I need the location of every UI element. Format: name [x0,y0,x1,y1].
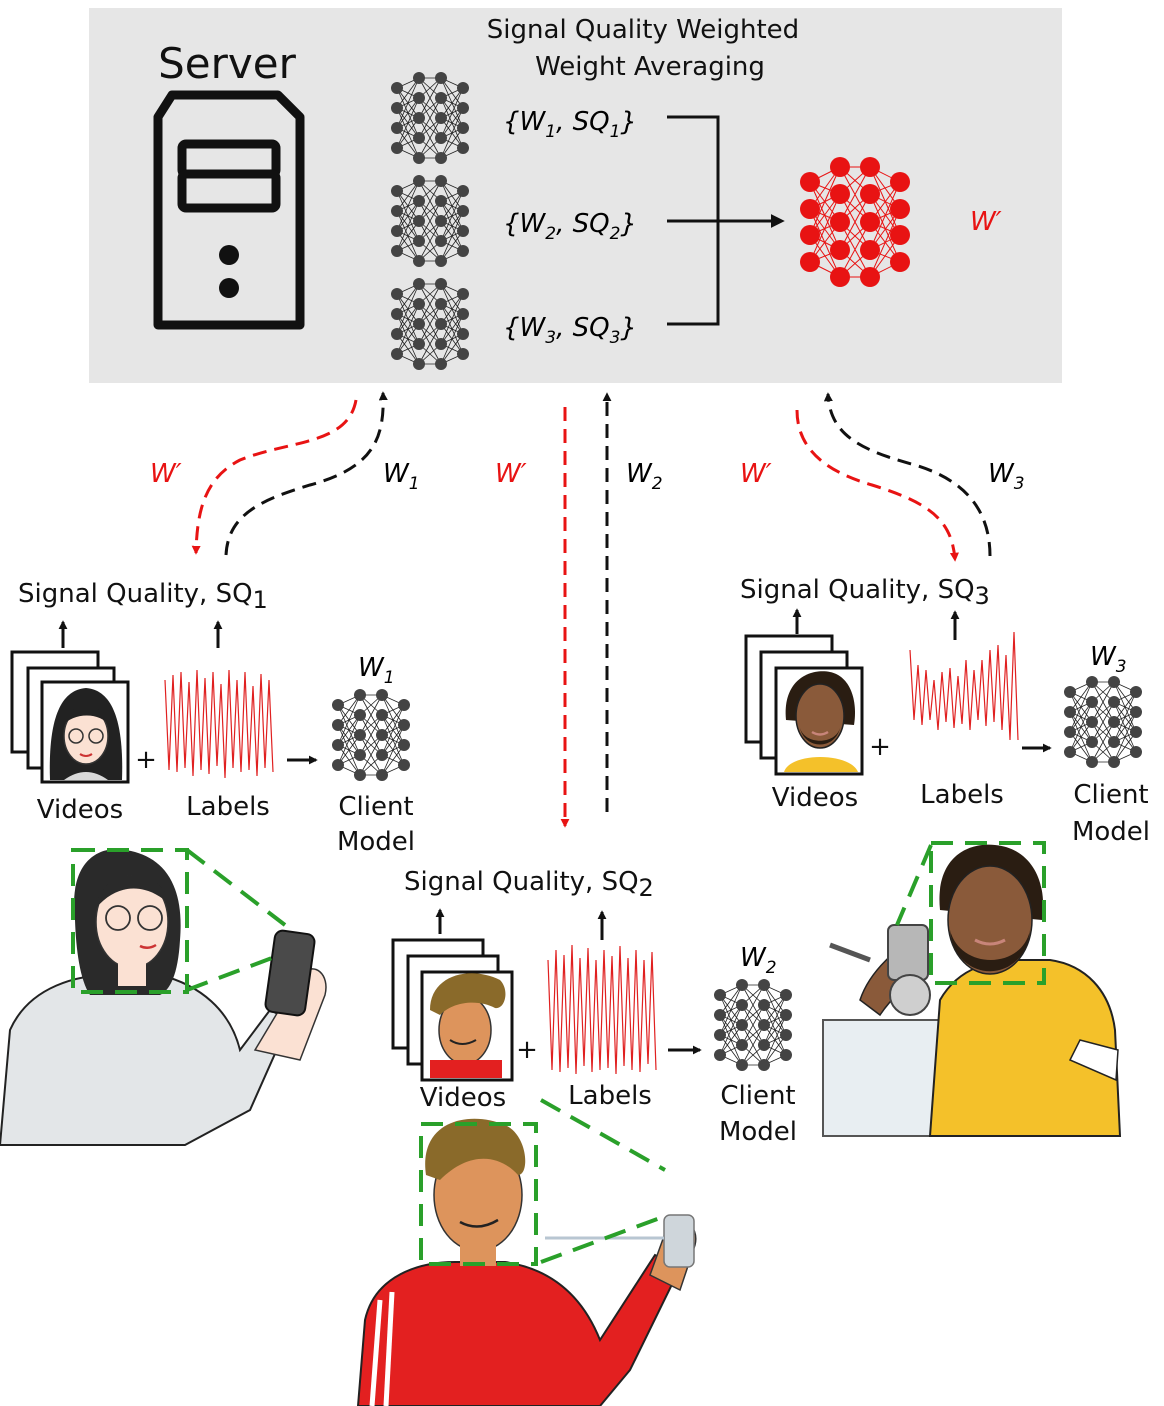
face-portrait [430,973,506,1078]
download-link-client-3 [795,409,959,562]
video-frames [391,938,514,1082]
ppg-signal-client-3 [909,631,1019,741]
global-model-network [800,157,910,287]
aggregation-title: Signal Quality Weighted [487,15,799,45]
download-link-client-1 [191,399,358,555]
client-model-network [1063,675,1143,769]
plus-sign: + [516,1035,538,1065]
client-weights-label: W3 [1090,642,1127,677]
client-model-label: Client [1073,780,1148,810]
face-portrait [784,671,858,772]
videos-label: Videos [772,783,858,813]
client-3-weights-label: W3 [988,459,1025,494]
video-frames [10,650,130,784]
client-model-label: Model [1072,817,1150,847]
global-weights-label: W′ [495,459,527,489]
client-1-weights-label: W1 [383,459,420,494]
server-light [219,278,239,298]
client-model-label: Model [337,827,415,857]
client-model-network [331,688,411,782]
face-portrait [49,688,123,780]
client-model-label: Client [338,792,413,822]
client-model-label: Client [720,1081,795,1111]
client-2-person-illustration [356,1098,697,1406]
global-model-label: W′ [970,207,1002,237]
video-frames [744,634,864,776]
client-1-person-illustration [0,848,327,1146]
ppg-signal-client-1 [164,669,274,779]
aggregation-subtitle: Weight Averaging [535,52,765,82]
labels-label: Labels [186,792,270,822]
client-weights-label: W1 [358,653,395,688]
client-model-label: Model [719,1117,797,1147]
plus-sign: + [869,732,891,762]
ppg-signal-client-2 [547,944,657,1075]
client-3-person-illustration [822,841,1122,1137]
upload-link-client-1 [224,391,388,556]
signal-quality-label: Signal Quality, SQ1 [18,579,268,614]
client-2-weights-label: W2 [626,459,663,494]
videos-label: Videos [37,795,123,825]
signal-quality-label: Signal Quality, SQ3 [740,575,990,610]
upload-link-client-3 [823,392,992,557]
client-model-network [713,978,793,1072]
server-icon [153,90,305,330]
global-weights-label: W′ [740,459,772,489]
global-weights-label: W′ [150,459,182,489]
labels-label: Labels [920,780,1004,810]
server-title: Server [158,39,296,88]
videos-label: Videos [420,1083,506,1113]
labels-label: Labels [568,1081,652,1111]
plus-sign: + [135,745,157,775]
client-weights-label: W2 [740,943,777,978]
server-light [219,245,239,265]
signal-quality-label: Signal Quality, SQ2 [404,867,654,902]
